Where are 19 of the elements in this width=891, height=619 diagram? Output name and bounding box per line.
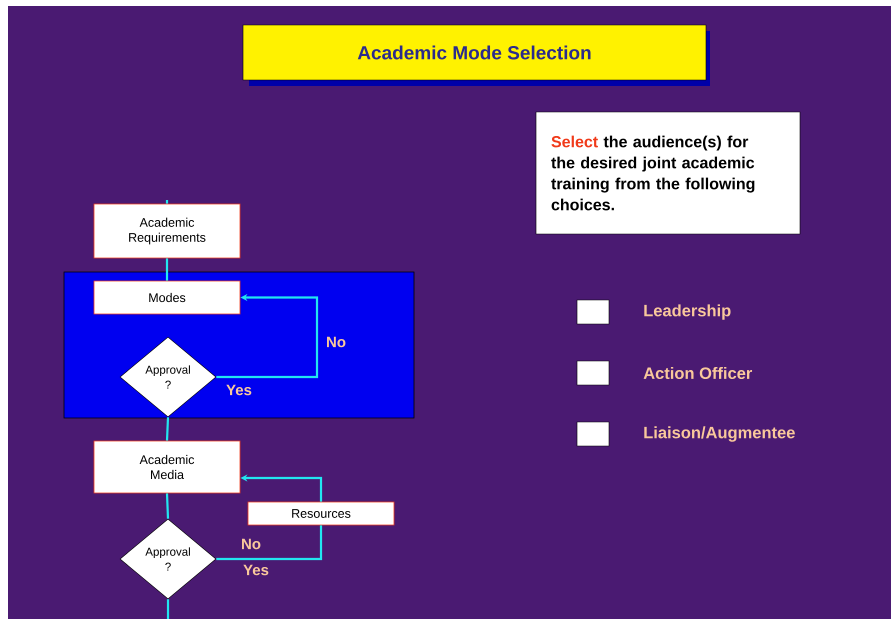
process-box: Resources [248, 502, 394, 526]
connector [166, 200, 168, 204]
title-box: Academic Mode Selection [242, 24, 710, 86]
connector [166, 417, 170, 441]
connector [166, 258, 168, 281]
process-box: Modes [94, 280, 240, 314]
edge-label: No [325, 336, 347, 348]
branch-label: Yes [226, 384, 252, 396]
connector [216, 525, 322, 560]
option-label: Action Officer [644, 366, 752, 380]
connector [166, 599, 170, 619]
process-box: Academic Requirements [94, 204, 240, 258]
option-label: Leadership [644, 304, 731, 320]
process-box: Academic Media [94, 440, 240, 494]
instruction-box: Select the audience(s) for the desired joint academic training from the following choices. [536, 112, 800, 234]
connector [166, 493, 170, 519]
branch-label: Yes [243, 564, 268, 576]
option-label: Liaison/Augmentee [644, 426, 795, 442]
edge-label: No [240, 538, 262, 550]
